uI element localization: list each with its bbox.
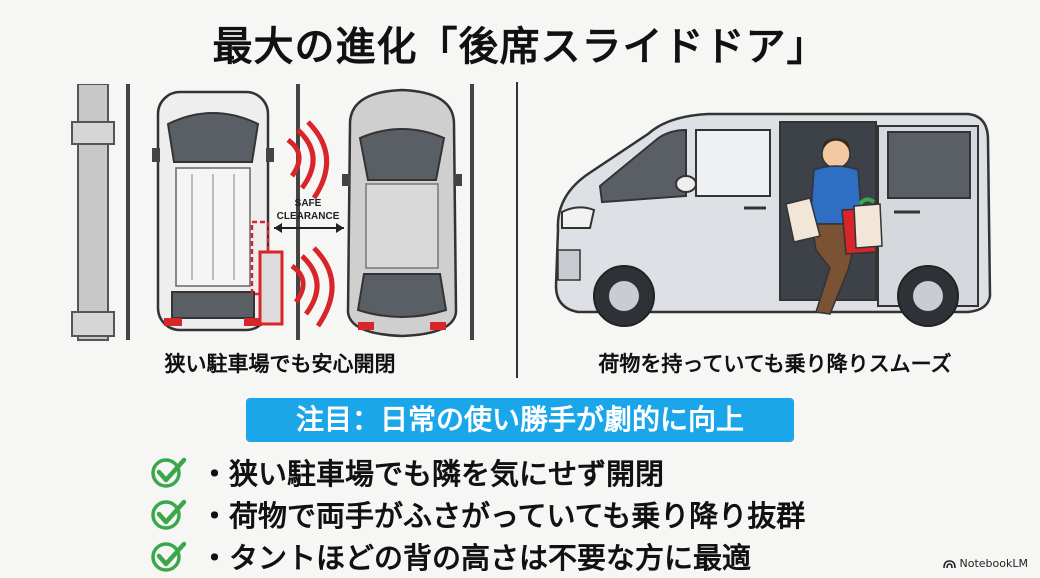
clearance-label-line2: CLEARANCE [277, 211, 340, 222]
point-text: ・狭い駐車場でも隣を気にせず開閉 [200, 457, 665, 491]
left-caption: 狭い駐車場でも安心開閉 [164, 352, 396, 376]
right-caption: 荷物を持っていても乗り降りスムーズ [598, 352, 952, 376]
brand-watermark: NotebookLM [942, 557, 1028, 570]
sedan-top-view [342, 88, 462, 338]
clearance-label-line1: SAFE [295, 198, 322, 209]
point-row-1: ・狭い駐車場でも隣を気にせず開閉 [150, 452, 664, 492]
highlight-banner: 注目：日常の使い勝手が劇的に向上 [246, 398, 794, 442]
kei-car-top-view [152, 90, 284, 332]
parking-illustration: SAFE CLEARANCE [71, 84, 474, 341]
point-row-3: ・タントほどの背の高さは不要な方に最適 [150, 536, 751, 576]
check-icon [151, 541, 187, 572]
person-with-bags [785, 138, 883, 315]
check-icon [151, 499, 187, 530]
notebooklm-logo-icon [942, 559, 956, 568]
check-icon [151, 457, 187, 488]
sensor-arcs [286, 120, 335, 328]
point-text: ・荷物で両手がふさがっていても乗り降り抜群 [200, 499, 806, 533]
page-title: 最大の進化「後席スライドドア」 [212, 24, 828, 70]
panel-divider [516, 82, 518, 378]
side-view-illustration [554, 112, 992, 327]
brand-label: NotebookLM [959, 557, 1028, 570]
point-row-2: ・荷物で両手がふさがっていても乗り降り抜群 [150, 494, 805, 534]
point-text: ・タントほどの背の高さは不要な方に最適 [200, 541, 752, 575]
